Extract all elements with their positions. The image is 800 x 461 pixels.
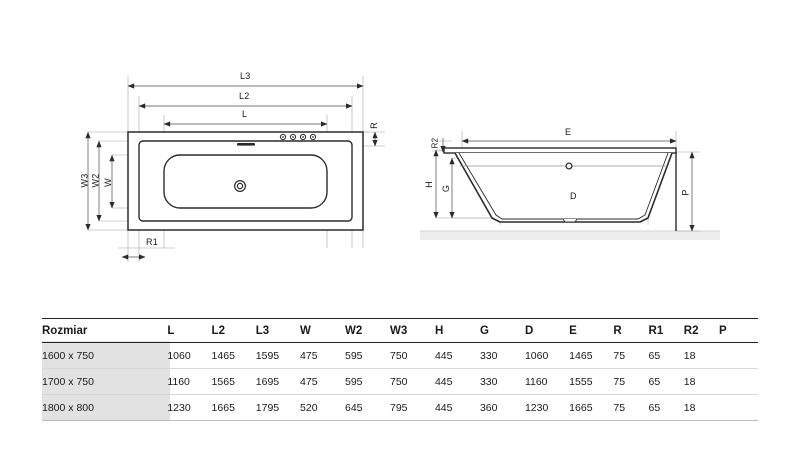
cell-w3: 750 [389,342,435,369]
plan-view [85,76,385,262]
cell-l: 1160 [167,368,212,395]
bathtub-technical-drawing [85,76,720,262]
cell-size: 1600 x 750 [42,342,168,369]
dimension-label-W2: W2 [90,173,101,188]
dimension-label-D: D [570,191,577,201]
specification-table: Rozmiar L L2 L3 W W2 W3 H G D E R R1 R2 … [42,318,758,421]
cell-w: 475 [300,342,345,369]
drain-icon [234,180,247,193]
cell-e: 1465 [569,342,614,369]
column-header-w: W [300,318,345,343]
cell-w3: 795 [389,394,435,421]
cell-e: 1555 [569,368,614,395]
column-header-l2: L2 [211,318,256,343]
tap-holes-group [279,133,317,141]
cell-l2: 1665 [211,394,256,421]
table-row: 1700 x 750 1160 1565 1695 475 595 750 44… [42,368,758,395]
dimension-label-R2: R2 [430,137,440,149]
cell-r1: 65 [648,368,684,395]
cell-l3: 1595 [255,342,301,369]
column-header-rozmiar: Rozmiar [42,318,168,343]
column-header-e: E [569,318,614,343]
cell-w2: 645 [345,394,390,421]
column-header-r2: R2 [683,318,720,343]
cell-r: 75 [613,368,649,395]
column-header-g: G [479,318,525,343]
cell-r2: 18 [683,394,720,421]
overflow-slot [237,143,255,146]
cell-e: 1665 [569,394,614,421]
column-header-r: R [613,318,649,343]
dimension-label-R1: R1 [146,237,158,247]
cell-h: 445 [434,368,480,395]
cell-l2: 1465 [211,342,256,369]
cell-d: 1060 [524,342,570,369]
tub-inner-basin [163,154,328,209]
dimension-label-R: R [368,122,379,129]
column-header-l3: L3 [255,318,301,343]
cell-d: 1230 [524,394,570,421]
cell-p [719,342,758,369]
column-header-w3: W3 [389,318,435,343]
cell-d: 1160 [524,368,570,395]
dimension-label-W: W [102,178,113,187]
cell-r: 75 [613,342,649,369]
cell-h: 445 [434,394,480,421]
overflow-hole-icon [565,162,573,170]
cell-r2: 18 [683,342,720,369]
section-view [420,131,720,240]
column-header-r1: R1 [648,318,684,343]
dimension-label-P: P [680,189,691,196]
cell-w: 520 [300,394,345,421]
cell-l3: 1795 [255,394,301,421]
cell-h: 445 [434,342,480,369]
column-header-d: D [524,318,570,343]
dimension-label-L2: L2 [239,91,250,101]
cell-g: 330 [479,368,525,395]
cell-w: 475 [300,368,345,395]
cell-l: 1060 [167,342,212,369]
cell-l2: 1565 [211,368,256,395]
dimension-label-G: G [441,184,452,193]
table-row: 1600 x 750 1060 1465 1595 475 595 750 44… [42,342,758,369]
cell-r1: 65 [648,394,684,421]
tub-rim-slab [443,147,677,154]
dimension-label-H: H [423,181,434,188]
column-header-p: P [719,318,758,343]
plan-dimension-lines [85,83,378,260]
dimension-label-L: L [242,109,248,119]
cell-p [719,394,758,421]
table-header-row: Rozmiar L L2 L3 W W2 W3 H G D E R R1 R2 … [42,318,758,343]
cell-size: 1800 x 800 [42,394,168,421]
cell-p [719,368,758,395]
cell-w2: 595 [345,368,390,395]
cell-w3: 750 [389,368,435,395]
floor-band [420,231,720,240]
cell-g: 330 [479,342,525,369]
cell-r: 75 [613,394,649,421]
cell-size: 1700 x 750 [42,368,168,395]
cell-l: 1230 [167,394,212,421]
cell-w2: 595 [345,342,390,369]
dimension-label-W3: W3 [79,173,90,188]
cell-r2: 18 [683,368,720,395]
tub-section-profile [454,152,673,223]
table-row: 1800 x 800 1230 1665 1795 520 645 795 44… [42,394,758,421]
cell-r1: 65 [648,342,684,369]
cell-g: 360 [479,394,525,421]
dimension-label-L3: L3 [240,71,251,81]
drain-notch [562,218,578,223]
cell-l3: 1695 [255,368,301,395]
column-header-w2: W2 [345,318,390,343]
column-header-l: L [167,318,212,343]
column-header-h: H [434,318,480,343]
dimension-label-E: E [565,127,572,137]
